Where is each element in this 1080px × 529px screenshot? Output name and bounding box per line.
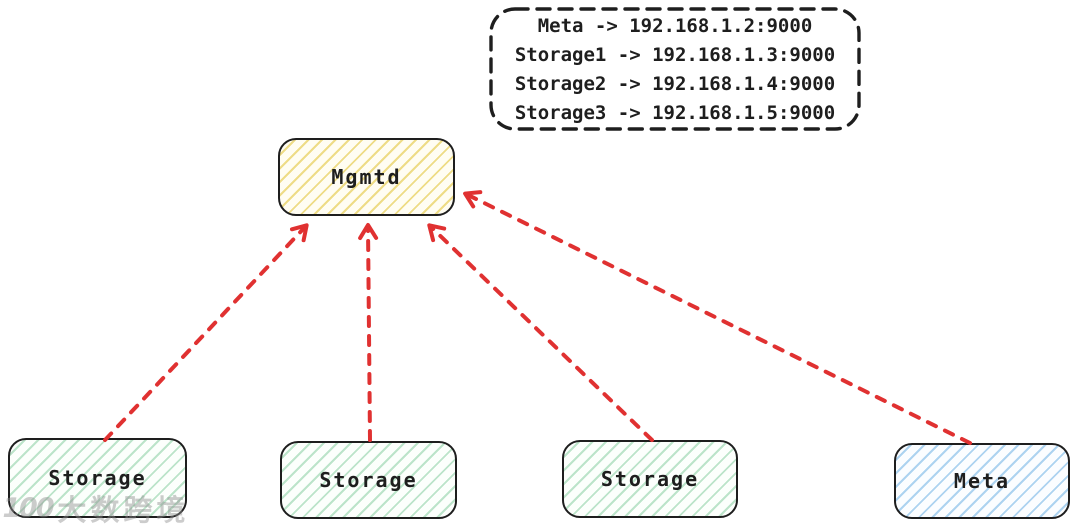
arrow-storage3-to-mgmtd: [427, 223, 654, 442]
arrow-storage1-to-mgmtd: [103, 223, 309, 442]
address-legend: Meta -> 192.168.1.2:9000 Storage1 -> 192…: [488, 6, 862, 132]
legend-line-storage3: Storage3 -> 192.168.1.5:9000: [514, 102, 836, 124]
watermark-text: 大数跨境: [57, 493, 190, 527]
node-storage-1: Storage: [8, 438, 187, 518]
node-storage-3: Storage: [562, 440, 738, 518]
node-storage-3-label: Storage: [600, 467, 700, 491]
node-storage-2: Storage: [280, 441, 457, 519]
legend-line-storage2: Storage2 -> 192.168.1.4:9000: [514, 73, 836, 95]
legend-lines: Meta -> 192.168.1.2:9000 Storage1 -> 192…: [488, 6, 862, 132]
arrow-meta-to-mgmtd: [463, 190, 972, 445]
node-meta: Meta: [894, 443, 1070, 519]
legend-dashed-border: [489, 7, 861, 131]
arrow-storage2-to-mgmtd: [358, 223, 379, 442]
watermark: 100 大数跨境: [0, 487, 190, 529]
legend-line-storage1: Storage1 -> 192.168.1.3:9000: [514, 44, 836, 66]
legend-line-meta: Meta -> 192.168.1.2:9000: [537, 15, 813, 37]
watermark-logo: 100: [0, 492, 56, 524]
node-meta-label: Meta: [953, 469, 1011, 493]
node-storage-1-label: Storage: [48, 466, 147, 490]
node-storage-2-label: Storage: [319, 468, 418, 492]
node-mgmtd: Mgmtd: [278, 138, 455, 216]
node-mgmtd-label: Mgmtd: [331, 165, 402, 189]
